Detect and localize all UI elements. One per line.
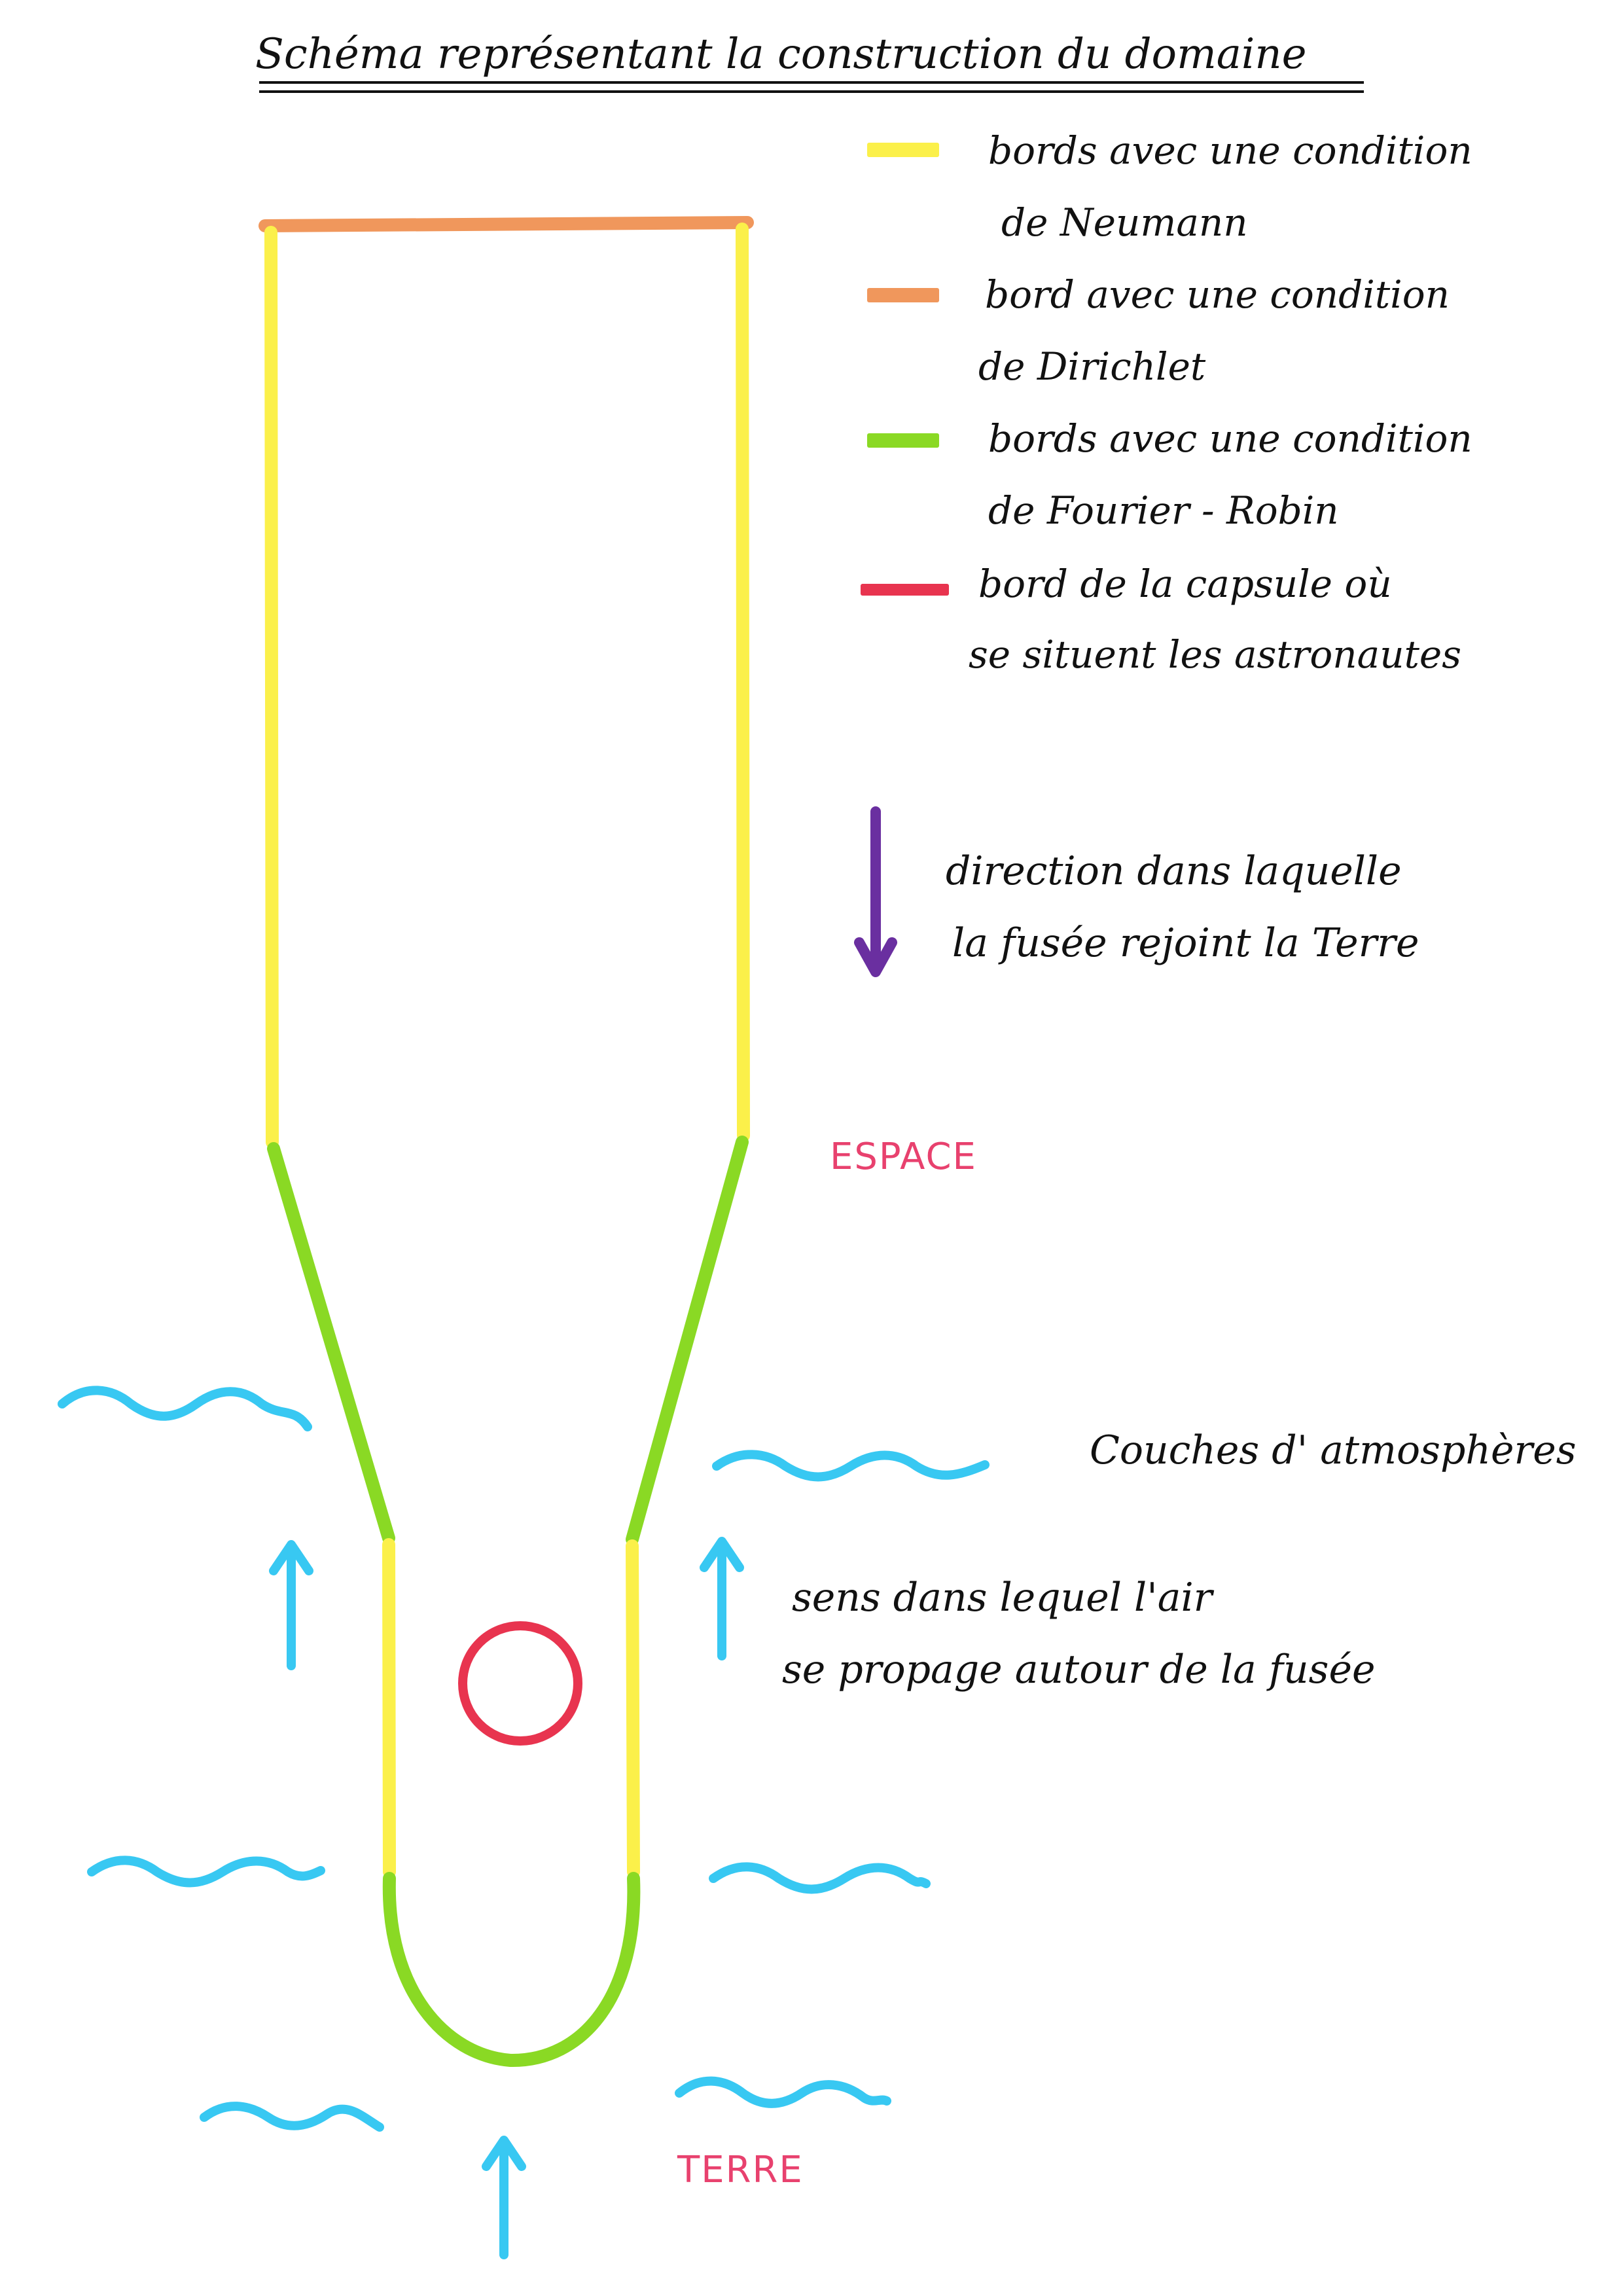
legend-swatch-neumann [867,143,939,157]
legend-swatch-capsule [861,584,949,596]
air-note-line2: se propage autour de la fusée [782,1647,1376,1693]
air-flow-arrows [269,1537,744,2259]
space-label: ESPACE [830,1136,977,1178]
legend-label-fourier-robin-line1: bords avec une condition [988,416,1472,461]
legend-label-neumann-line1: bords avec une condition [988,128,1472,173]
air-flow-arrow [482,2136,526,2259]
legend-label-dirichlet-line2: de Dirichlet [978,344,1206,389]
atmosphere-wave [200,2102,384,2132]
legend-label-dirichlet-line1: bord avec une condition [985,272,1450,317]
atmosphere-wave [675,2076,891,2108]
dirichlet-top-edge [259,216,754,232]
earth-label: TERRE [677,2149,804,2191]
robin-right-taper-edge [626,1136,749,1546]
legend-swatch-dirichlet [867,288,939,302]
direction-note-line2: la fusée rejoint la Terre [952,920,1419,966]
descent-direction-arrow [854,806,897,977]
atmosphere-waves [58,1386,990,2132]
atmosphere-wave [87,1856,325,1888]
capsule-boundary [458,1621,582,1746]
atmosphere-wave [58,1386,312,1431]
robin-bottom-curved-edge [382,1872,641,2068]
neumann-left-upper-edge [264,226,279,1149]
air-flow-arrow [700,1537,744,1660]
atmosphere-wave [709,1862,931,1894]
legend-swatch-fourier-robin [867,433,939,448]
legend-label-neumann-line2: de Neumann [1001,200,1248,245]
robin-left-taper-edge [267,1142,395,1545]
diagram-title: Schéma représentant la construction du d… [255,30,1307,79]
neumann-right-lower-edge [626,1539,640,1878]
title-underline [259,90,1364,93]
neumann-right-upper-edge [736,223,750,1142]
air-note-line1: sens dans lequel l'air [792,1575,1213,1621]
legend-label-capsule-line1: bord de la capsule où [978,562,1392,606]
direction-note-line1: direction dans laquelle [946,848,1402,894]
title-underline [259,81,1364,84]
atmosphere-wave [712,1450,990,1482]
air-flow-arrow [269,1540,313,1670]
legend-label-capsule-line2: se situent les astronautes [969,632,1461,677]
legend-label-fourier-robin-line2: de Fourier - Robin [988,488,1339,533]
rocket-domain-outline [259,216,754,2068]
atmosphere-note: Couches d' atmosphères [1090,1427,1577,1473]
